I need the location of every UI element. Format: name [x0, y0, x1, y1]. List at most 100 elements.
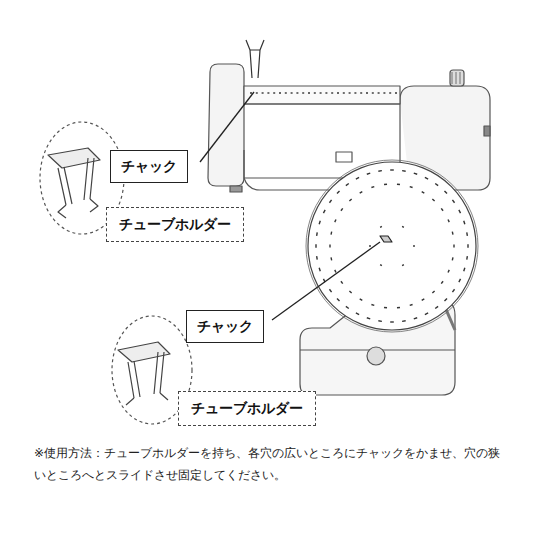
vertical-rotator: [300, 160, 478, 395]
hole: [341, 208, 343, 210]
hole: [383, 92, 385, 93]
hole: [356, 313, 359, 315]
hole: [262, 92, 264, 93]
chuck-label-box: チャック: [110, 150, 188, 183]
hole: [337, 92, 339, 93]
hole: [378, 320, 382, 322]
hole: [349, 291, 351, 293]
hole: [425, 313, 428, 315]
hole: [354, 92, 356, 93]
hole: [337, 298, 340, 301]
tube-holder-label-box: チューブホルダー: [106, 207, 244, 242]
hole: [389, 92, 391, 93]
hole: [372, 92, 374, 93]
hole: [329, 200, 331, 203]
hole: [464, 221, 465, 224]
hole: [330, 257, 332, 260]
hole: [466, 232, 468, 236]
hole: [390, 321, 394, 322]
hole: [402, 170, 406, 172]
tube-holder-clip: [118, 342, 170, 405]
hole: [448, 219, 449, 222]
hole: [435, 306, 438, 308]
hole: [330, 232, 332, 235]
hole: [410, 186, 413, 188]
chuck-label-box: チャック: [186, 310, 264, 343]
hole: [380, 226, 382, 227]
label-text: チューブホルダー: [191, 400, 303, 417]
hole: [466, 256, 468, 260]
usage-note: ※使用方法：チューブホルダーを持ち、各穴の広いところにチャックをかませ、穴の狭い…: [34, 442, 504, 486]
horizontal-rotator: [208, 40, 490, 196]
hole: [323, 210, 325, 213]
hole: [402, 265, 404, 266]
hole: [302, 92, 304, 93]
hole: [441, 208, 443, 210]
hole: [335, 270, 336, 273]
hole: [452, 232, 454, 235]
hole: [349, 199, 351, 201]
hole: [335, 219, 336, 222]
hole: [444, 191, 447, 194]
hole: [432, 291, 434, 293]
hole: [432, 199, 434, 201]
hole: [250, 92, 252, 93]
hole: [349, 92, 351, 93]
hole: [384, 183, 387, 185]
hole: [296, 92, 298, 93]
hole: [444, 298, 447, 301]
hole: [285, 92, 287, 93]
hole: [435, 183, 438, 185]
hole: [452, 200, 454, 203]
hole: [267, 92, 269, 93]
hole: [380, 265, 382, 266]
hole: [414, 173, 417, 174]
hole: [384, 307, 387, 309]
tube-holder-clip: [48, 148, 100, 218]
hole: [360, 92, 362, 93]
hole: [316, 232, 318, 236]
hole: [273, 92, 275, 93]
hole: [316, 256, 318, 260]
hole: [397, 307, 400, 309]
hole: [308, 92, 310, 93]
hole: [329, 289, 331, 292]
hole: [256, 92, 258, 93]
hole: [279, 92, 281, 93]
hole: [346, 306, 349, 308]
label-text: チャック: [121, 158, 177, 175]
hole: [448, 270, 449, 273]
hole: [360, 192, 363, 194]
hole: [337, 191, 340, 194]
hole: [453, 245, 454, 248]
hole: [346, 183, 349, 185]
hole: [319, 221, 320, 224]
hole: [378, 92, 380, 93]
hole: [315, 244, 316, 248]
hole: [452, 289, 454, 292]
hole: [413, 245, 414, 247]
hole: [371, 186, 374, 188]
hole: [356, 177, 359, 179]
hole: [395, 92, 397, 93]
hole: [329, 245, 330, 248]
hole: [371, 304, 374, 306]
hole: [390, 169, 394, 170]
hole: [360, 299, 363, 301]
hole: [378, 170, 382, 172]
hole: [314, 92, 316, 93]
hole: [452, 257, 454, 260]
hole: [367, 173, 370, 174]
hole: [441, 281, 443, 283]
hole: [467, 244, 468, 248]
label-text: チューブホルダー: [119, 216, 231, 233]
hole: [341, 281, 343, 283]
hole: [397, 183, 400, 185]
hole: [319, 268, 320, 271]
tube-holder-label-box: チューブホルダー: [178, 391, 316, 426]
hole: [425, 177, 428, 179]
hole: [325, 92, 327, 93]
hole: [459, 210, 461, 213]
hole: [464, 268, 465, 271]
hole: [414, 318, 417, 319]
